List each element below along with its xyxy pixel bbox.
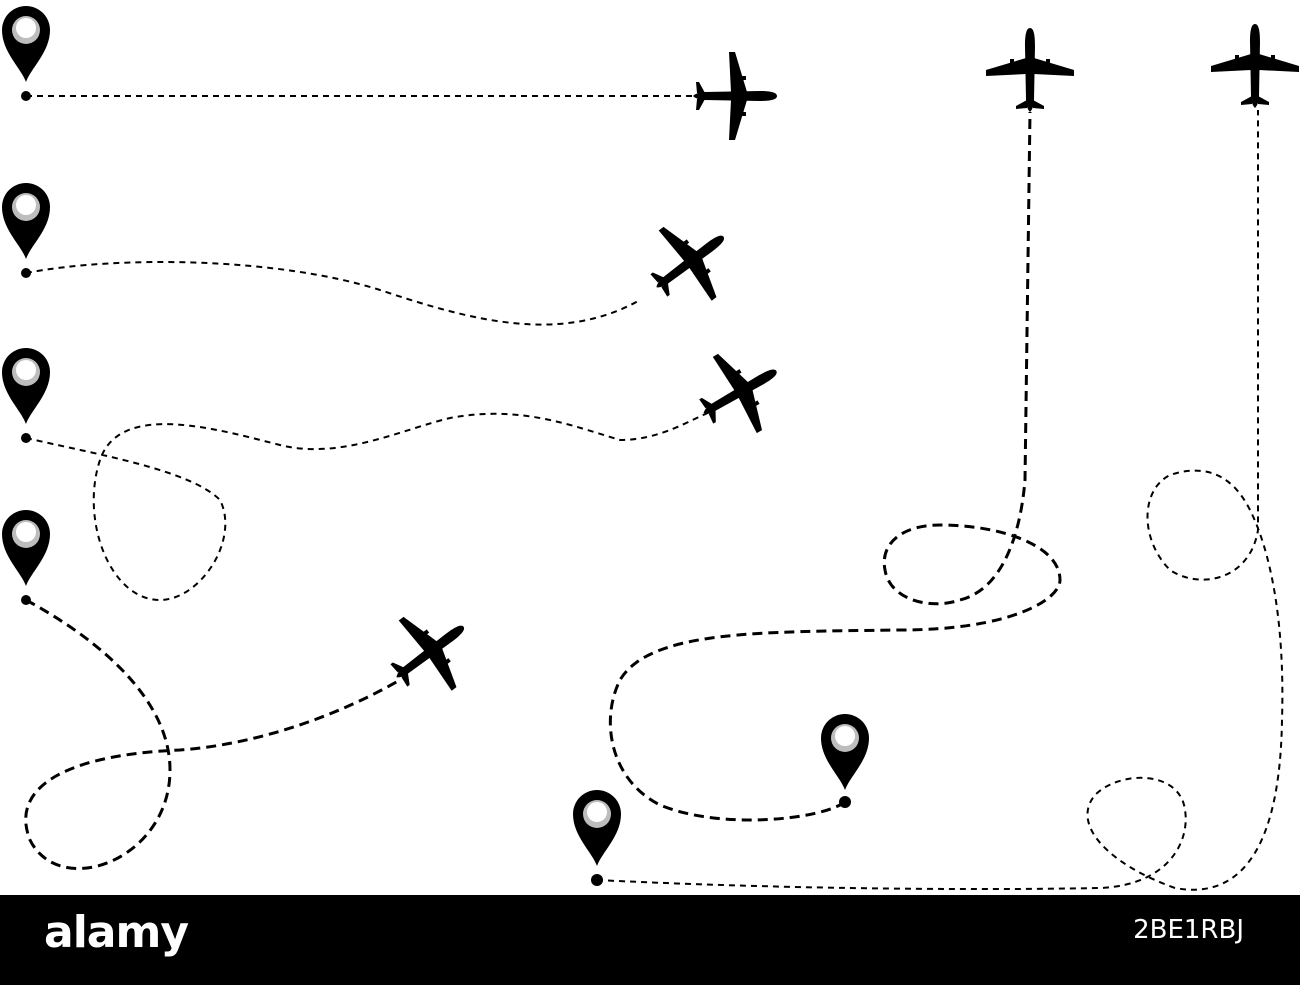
map-pin-icon [2, 6, 50, 101]
flight-path-line [596, 110, 1284, 891]
flight-path-line [24, 598, 401, 870]
airplane-icon [693, 52, 777, 140]
flight-path-line [25, 261, 641, 326]
route-down-loop [2, 510, 491, 870]
airplane-icon [369, 591, 491, 713]
route-loop-wave [2, 332, 799, 602]
airplane-icon [629, 201, 751, 323]
route-upward-loops [608, 28, 1074, 822]
map-pin-icon [2, 510, 50, 605]
airplane-icon [1211, 24, 1299, 108]
flight-path-line [25, 411, 711, 602]
route-wave [2, 183, 751, 326]
map-pin-icon [2, 348, 50, 443]
stock-footer-bar: alamy 2BE1RBJ [0, 895, 1300, 985]
flight-path-line [608, 111, 1062, 822]
map-pin-icon [573, 790, 621, 886]
map-pin-icon [2, 183, 50, 278]
map-pin-icon [821, 714, 869, 808]
image-id-label: 2BE1RBJ [1133, 915, 1244, 945]
airplane-icon [986, 28, 1074, 112]
route-long-bottom [573, 24, 1299, 891]
airplane-icon [681, 332, 799, 452]
flight-routes-illustration [2, 6, 1299, 891]
brand-logo: alamy [44, 907, 189, 958]
route-straight [2, 6, 777, 140]
